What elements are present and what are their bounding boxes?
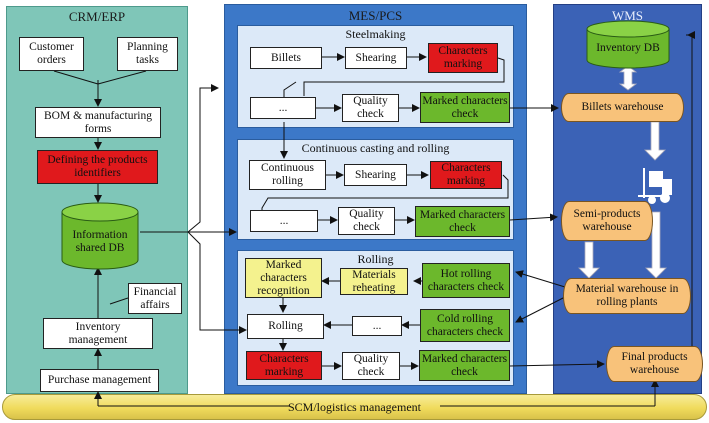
purchase-management-box: Purchase management <box>40 369 159 392</box>
rolling-characters-marking-box: Characters marking <box>246 351 322 380</box>
information-shared-db-label: Information shared DB <box>72 229 128 254</box>
hot-rolling-check-box: Hot rolling characters check <box>422 263 510 298</box>
steelmaking-title: Steelmaking <box>345 27 406 41</box>
rolling-title: Rolling <box>357 252 394 266</box>
final-products-warehouse-cylinder <box>606 346 703 382</box>
rolling-quality-check-box: Quality check <box>342 352 400 380</box>
casting-marked-check-box: Marked characters check <box>415 206 510 237</box>
rolling-ellipsis-box: ... <box>352 316 402 336</box>
inventory-management-box: Inventory management <box>43 318 153 349</box>
marked-characters-recognition-box: Marked characters recognition <box>245 258 322 298</box>
casting-shearing-box: Shearing <box>344 164 407 186</box>
scm-logistics-bar <box>2 394 707 420</box>
inventory-db-cylinder <box>586 20 670 69</box>
financial-affairs-box: Financial affairs <box>128 283 182 314</box>
steelmaking-ellipsis-box: ... <box>250 97 316 119</box>
casting-characters-marking-box: Characters marking <box>430 161 502 189</box>
planning-tasks-box: Planning tasks <box>117 37 178 71</box>
casting-ellipsis-box: ... <box>250 210 318 232</box>
bom-forms-box: BOM & manufacturing forms <box>35 107 161 138</box>
billets-box: Billets <box>250 47 322 69</box>
inventory-db-label: Inventory DB <box>596 41 660 54</box>
billets-warehouse-cylinder <box>561 93 684 122</box>
steelmaking-quality-check-box: Quality check <box>342 94 399 122</box>
forklift-icon <box>638 168 672 204</box>
billets-warehouse-label: Billets warehouse <box>581 101 664 113</box>
steelmaking-shearing-box: Shearing <box>345 47 407 69</box>
final-products-warehouse-label: Final products warehouse <box>621 351 688 376</box>
scm-logistics-label: SCM/logistics management <box>288 400 421 414</box>
rolling-marked-check-box: Marked characters check <box>419 350 510 381</box>
customer-orders-box: Customer orders <box>19 37 84 71</box>
continuous-rolling-box: Continuous rolling <box>249 160 326 190</box>
casting-title: Continuous casting and rolling <box>301 141 450 155</box>
rolling-box: Rolling <box>247 314 324 339</box>
semi-products-warehouse-cylinder <box>561 201 653 241</box>
mes-pcs-title: MES/PCS <box>348 8 403 23</box>
cold-rolling-check-box: Cold rolling characters check <box>420 309 510 342</box>
steelmaking-marked-check-box: Marked characters check <box>420 92 510 123</box>
material-warehouse-label: Material warehouse in rolling plants <box>575 283 679 308</box>
steelmaking-characters-marking-box: Characters marking <box>428 43 498 73</box>
materials-reheating-box: Materials reheating <box>340 268 408 295</box>
material-warehouse-cylinder <box>563 278 691 314</box>
casting-quality-check-box: Quality check <box>338 207 395 235</box>
defining-identifiers-box: Defining the products identifiers <box>37 150 158 184</box>
wms-title: WMS <box>611 8 644 23</box>
semi-products-warehouse-label: Semi-products warehouse <box>573 208 641 233</box>
information-shared-db-cylinder <box>61 202 139 270</box>
crm-erp-title: CRM/ERP <box>68 9 126 24</box>
